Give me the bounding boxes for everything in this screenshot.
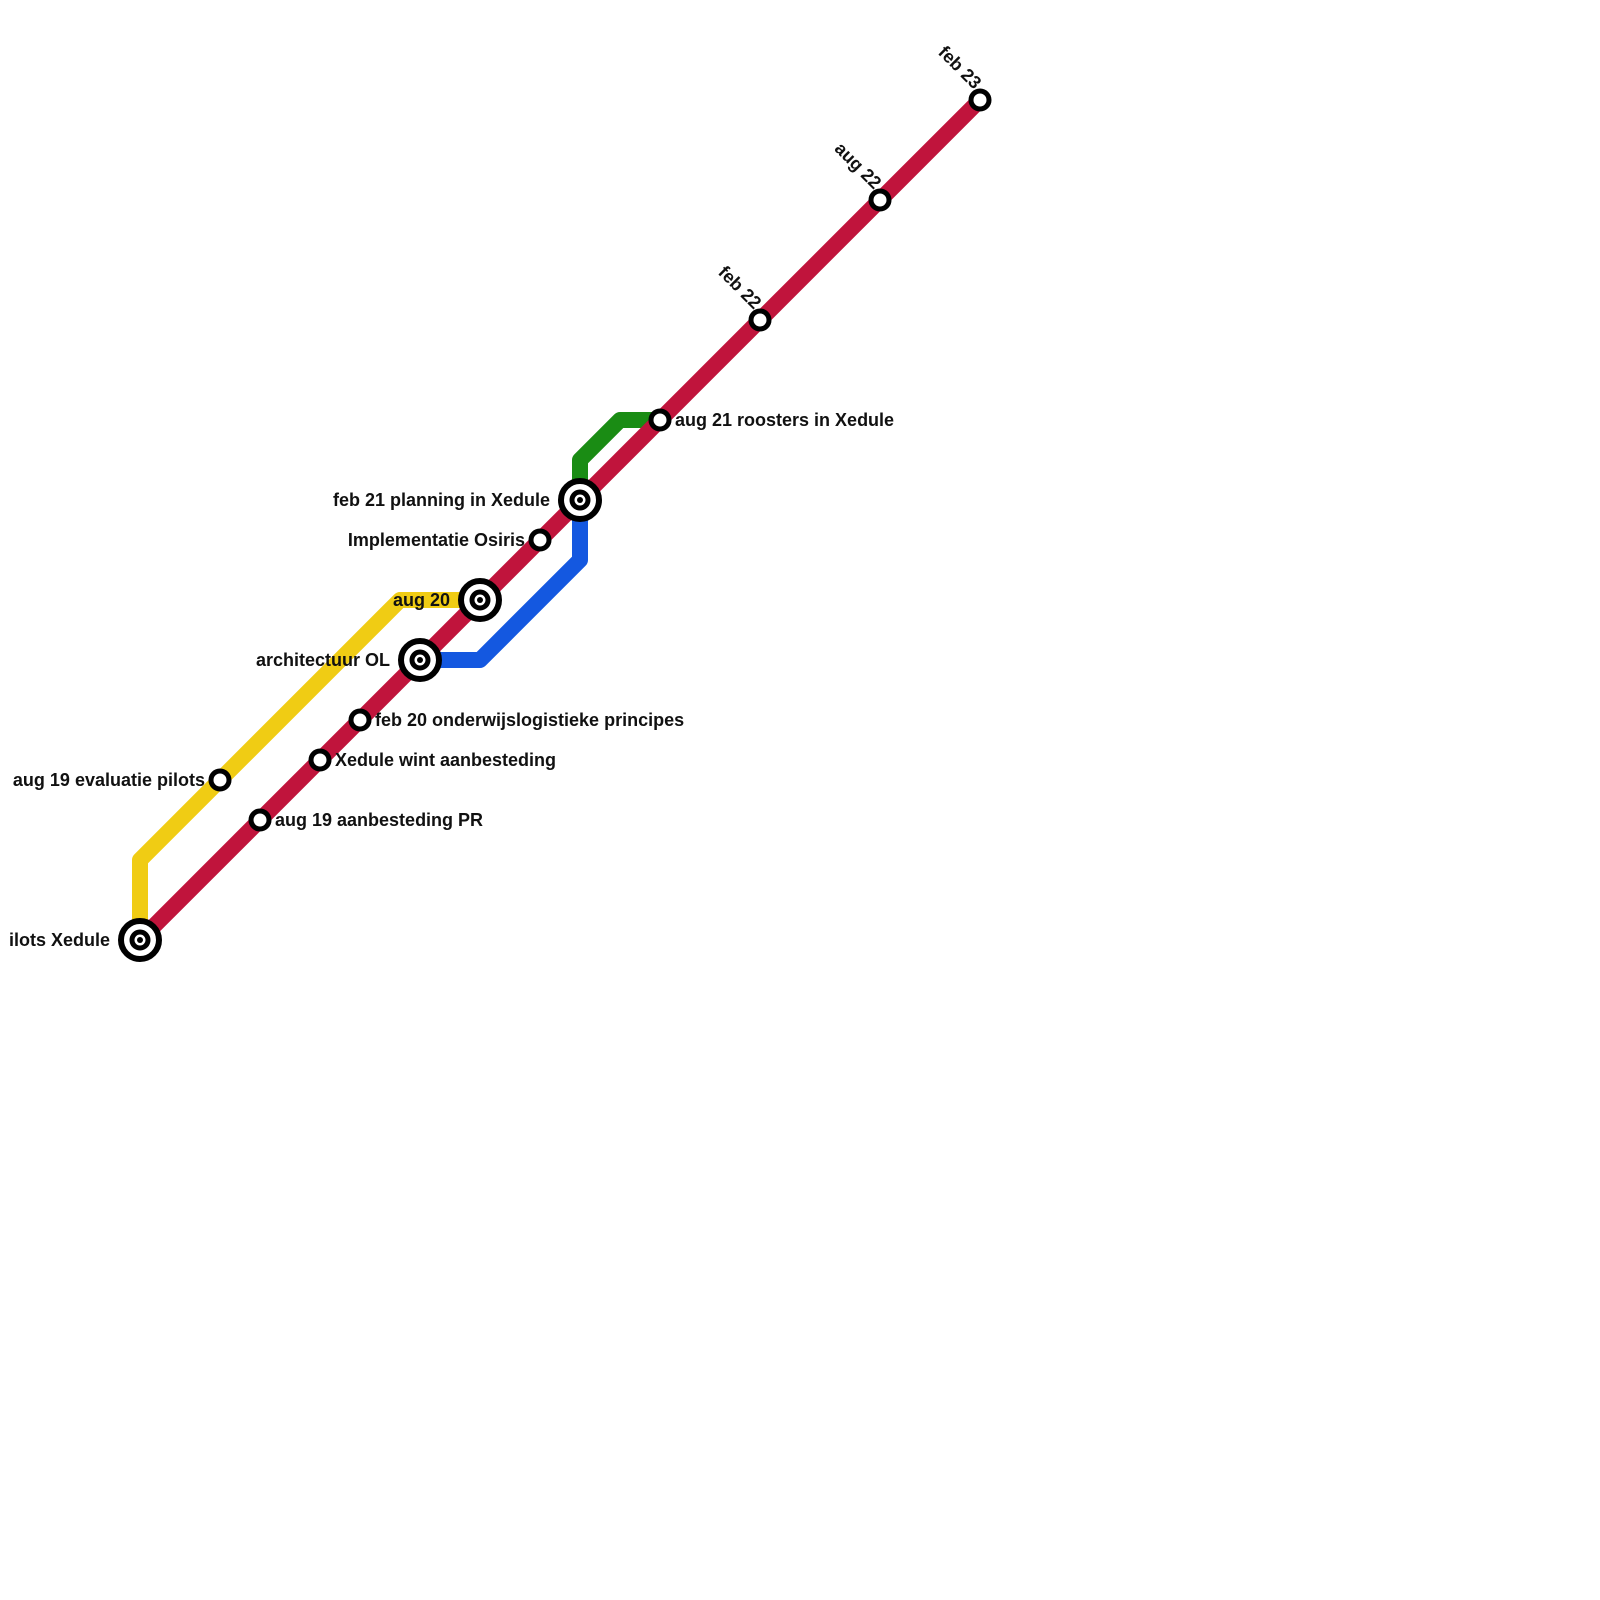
station-aug19-evaluatie[interactable]: [208, 768, 232, 792]
station-aug22[interactable]: [868, 188, 892, 212]
label-aug19-aanbesteding: aug 19 aanbesteding PR: [275, 810, 483, 830]
red-line: [132, 92, 988, 948]
label-aug19-evaluatie: aug 19 evaluatie pilots: [13, 770, 205, 790]
station-aug20[interactable]: [458, 578, 502, 622]
station-pilots-xedule[interactable]: [118, 918, 162, 962]
label-implementatie-osiris: Implementatie Osiris: [348, 530, 525, 550]
label-aug22: aug 22: [831, 138, 885, 192]
label-aug20: aug 20: [393, 590, 450, 610]
label-feb22: feb 22: [714, 262, 765, 313]
blue-line: [412, 492, 588, 668]
station-xedule-wint[interactable]: [308, 748, 332, 772]
label-feb20-principes: feb 20 onderwijslogistieke principes: [375, 710, 684, 730]
station-feb23[interactable]: [968, 88, 992, 112]
label-feb23: feb 23: [934, 42, 985, 93]
label-xedule-wint: Xedule wint aanbesteding: [335, 750, 556, 770]
label-pilots-xedule: ilots Xedule: [9, 930, 110, 950]
station-aug21-roosters[interactable]: [648, 408, 672, 432]
station-implementatie-osiris[interactable]: [528, 528, 552, 552]
station-feb21-planning[interactable]: [558, 478, 602, 522]
yellow-line: [132, 592, 488, 948]
station-feb20-principes[interactable]: [348, 708, 372, 732]
label-architectuur-ol: architectuur OL: [256, 650, 390, 670]
station-aug19-aanbesteding[interactable]: [248, 808, 272, 832]
label-feb21-planning: feb 21 planning in Xedule: [333, 490, 550, 510]
label-aug21-roosters: aug 21 roosters in Xedule: [675, 410, 894, 430]
station-feb22[interactable]: [748, 308, 772, 332]
station-architectuur-ol[interactable]: [398, 638, 442, 682]
